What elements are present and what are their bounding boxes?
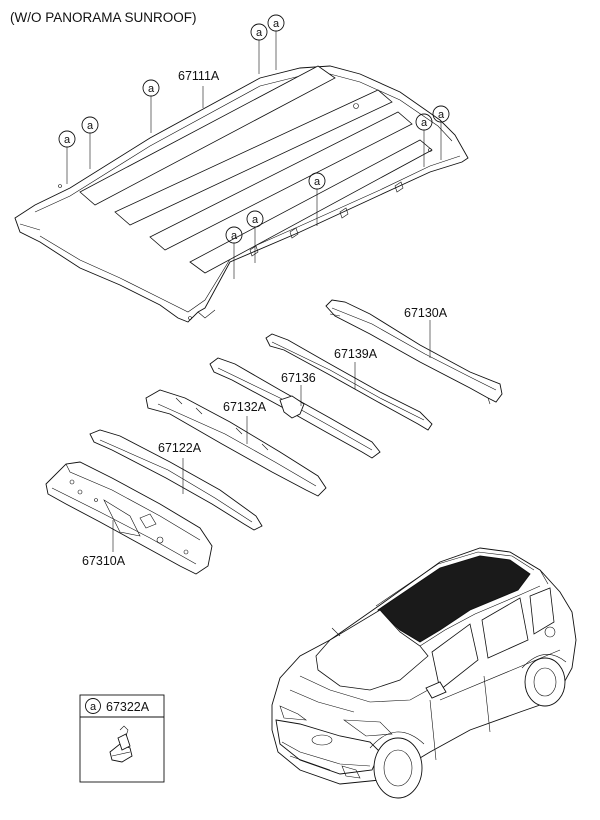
svg-text:a: a — [148, 83, 155, 95]
part-label-67310A: 67310A — [82, 554, 126, 568]
part-label-67136: 67136 — [281, 371, 316, 385]
part-label-67139A: 67139A — [334, 347, 378, 361]
front-rail-67310A-drawing — [45, 461, 213, 575]
callout-a-icon: a — [58, 130, 76, 148]
windshield — [315, 609, 429, 691]
fastener-legend: a 67322A — [79, 694, 165, 783]
fastener-code: 67322A — [106, 700, 150, 714]
legend-callout-a-icon: a — [85, 698, 101, 714]
rear-wheel — [524, 657, 566, 707]
callout-a-icon: a — [246, 210, 264, 228]
rail-67132A-drawing — [145, 389, 327, 497]
callout-a-icon: a — [432, 105, 450, 123]
sunroof-note: (W/O PANORAMA SUNROOF) — [10, 10, 197, 25]
callout-a-icon: a — [250, 23, 268, 41]
svg-text:a: a — [231, 230, 238, 242]
svg-text:a: a — [252, 214, 259, 226]
part-label-67111A: 67111A — [178, 69, 220, 83]
callout-a-icon: a — [267, 14, 285, 32]
part-label-67122A: 67122A — [158, 441, 202, 455]
svg-text:a: a — [90, 701, 97, 713]
part-label-67132A: 67132A — [223, 400, 267, 414]
clip-fastener-icon — [109, 725, 133, 763]
callout-a-icon: a — [308, 172, 326, 190]
front-wheel — [373, 737, 423, 799]
svg-text:a: a — [438, 109, 445, 121]
svg-text:a: a — [256, 27, 263, 39]
roof-panel-drawing — [14, 65, 469, 323]
rail-67130A-drawing — [325, 299, 503, 405]
callout-a-icon: a — [225, 226, 243, 244]
svg-text:a: a — [87, 120, 94, 132]
callout-a-icon: a — [142, 79, 160, 97]
fastener-callouts: a a a a a a a a — [58, 14, 450, 279]
rail-67122A-drawing — [89, 429, 263, 531]
svg-text:a: a — [64, 134, 71, 146]
vehicle-illustration — [271, 547, 577, 799]
svg-text:a: a — [273, 18, 280, 30]
svg-text:a: a — [421, 117, 428, 129]
callout-a-icon: a — [81, 116, 99, 134]
rail-67136-drawing — [209, 357, 381, 459]
rail-67139A-drawing — [265, 333, 433, 431]
callout-a-icon: a — [415, 113, 433, 131]
glass-roof — [377, 555, 531, 643]
svg-text:a: a — [314, 176, 321, 188]
part-label-67130A: 67130A — [404, 306, 448, 320]
